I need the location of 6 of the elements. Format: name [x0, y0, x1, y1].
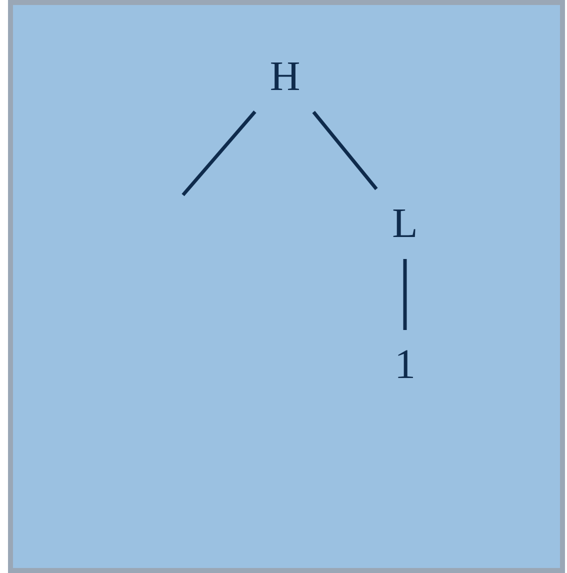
tree-branch-line: [403, 259, 407, 330]
tree-node-label: H: [255, 42, 315, 112]
tree-branch-line: [312, 110, 378, 190]
tree-node-label: 1: [375, 330, 435, 400]
tree-branch-line: [182, 110, 256, 196]
tree-node-label: L: [375, 189, 435, 259]
